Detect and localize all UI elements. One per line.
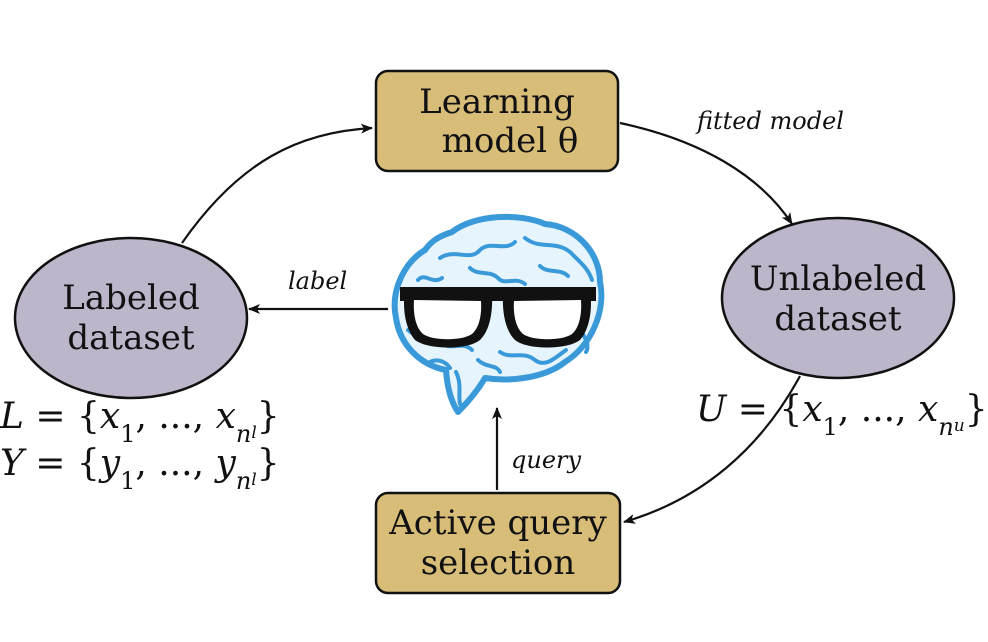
formula-L-subsub: l [251,423,256,443]
labeled-dataset-label-line1: Labeled [62,278,200,318]
formula-U-xn: x [918,389,938,430]
unlabeled-dataset-label-line1: Unlabeled [750,259,926,299]
formula-U-mid: , ..., [838,389,918,430]
formula-L-xn: x [216,396,236,437]
formula-Y-yn: y [213,443,236,484]
edge-label-query: query [511,446,581,474]
formula-L-sub1: 1 [120,420,135,448]
learning-model-box [374,69,620,173]
brain-with-glasses-icon [391,213,605,415]
formula-L-var: L [0,396,24,437]
formula-U-var: U [696,389,728,430]
active-query-label-line2: selection [421,543,576,583]
unlabeled-dataset-label-line2: dataset [774,299,902,339]
labeled-dataset-label-line2: dataset [67,318,195,358]
unlabeled-dataset-ellipse [720,216,956,380]
formula-U-x1: x [802,389,822,430]
formula-L-x1: x [100,396,120,437]
formula-U-eq: = { [726,389,802,430]
formula-L: L = {x1, ..., xnl} [0,396,280,448]
labeled-dataset-node: Labeled dataset [13,236,249,400]
learning-model-label-line2: model θ [442,121,579,161]
formula-Y: Y = {y1, ..., ynl} [0,443,280,495]
formula-L-mid: , ..., [135,396,215,437]
formula-L-close: } [257,396,280,437]
formula-Y-var: Y [0,443,27,484]
formula-Y-close: } [257,443,280,484]
formula-Y-eq: = { [24,443,100,484]
edge-unlabeled-to-query [623,375,801,524]
formula-U-close: } [965,389,988,430]
formula-Y-sub1: 1 [120,467,135,495]
formula-Y-subsub: l [251,470,256,490]
formula-L-eq: = { [24,396,100,437]
labeled-dataset-ellipse [13,236,249,400]
active-query-node: Active query selection [374,491,622,595]
active-query-box [374,491,622,595]
active-query-label-line1: Active query [388,503,607,543]
edge-model-to-unlabeled [619,121,793,225]
formula-L-subn: n [236,420,251,448]
formula-U-subn: n [938,413,953,441]
learning-model-node: Learning model θ [374,69,620,173]
formula-Y-subn: n [236,467,251,495]
formula-U: U = {x1, ..., xnu} [696,389,988,441]
glasses-icon [400,287,596,348]
unlabeled-dataset-node: Unlabeled dataset [720,216,956,380]
edge-label-label: label [288,267,347,295]
formula-Y-y1: y [98,443,121,484]
formula-Y-mid: , ..., [135,443,215,484]
learning-model-label-line1: Learning [419,82,575,122]
edge-label-fitted-model: fitted model [695,107,844,135]
formula-U-sub1: 1 [823,413,838,441]
edge-labeled-to-model [181,123,373,244]
formula-U-subsub: u [954,416,965,436]
